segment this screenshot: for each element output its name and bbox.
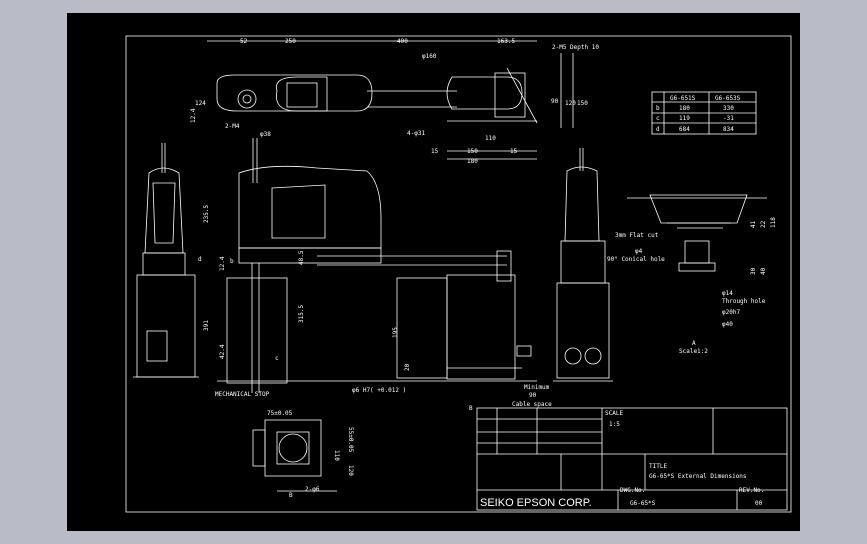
dim-2m5-depth: 2-M5 Depth 10 (552, 44, 599, 51)
table-row-c-key: c (656, 115, 660, 122)
cable-minimum-label: Minimum (524, 384, 550, 391)
dim-12-4-mid: 12.4 (219, 256, 226, 271)
table-row-b-key: b (656, 105, 660, 112)
dim-400: 400 (397, 38, 408, 45)
table-header-2: G6-653S (715, 95, 741, 102)
dim-b: b (230, 258, 234, 265)
top-view: 52 250 400 163.5 2-M5 Depth 10 φ160 124 … (195, 38, 599, 165)
dim-phi38: φ38 (260, 131, 271, 138)
cad-viewport[interactable]: 52 250 400 163.5 2-M5 Depth 10 φ160 124 … (67, 13, 800, 531)
dim-120-base: 120 (347, 465, 354, 476)
dim-2m4: 2-M4 (225, 123, 240, 130)
dim-250: 250 (285, 38, 296, 45)
dim-15b: 15 (510, 148, 518, 155)
dim-110-base: 110 (333, 450, 340, 461)
drawing-frame (125, 35, 792, 513)
detail-dim-22: 22 (760, 220, 767, 228)
title-label: TITLE (649, 463, 667, 470)
dim-391: 391 (203, 320, 210, 331)
dim-phi160: φ160 (422, 53, 437, 60)
detail-dim-41: 41 (750, 220, 757, 228)
dim-d: d (198, 256, 202, 263)
phi4-label: φ4 (635, 248, 643, 255)
dim-c: c (275, 355, 279, 362)
mechanical-stop-label: MECHANICAL STOP (215, 391, 270, 398)
base-view: 75±0.05 55±0.05 110 120 2-φ6 B (252, 410, 354, 499)
detail-dim-118: 118 (770, 217, 777, 228)
dim-42-4: 42.4 (219, 344, 226, 359)
flat-cut-label: 3mm Flat cut (615, 232, 659, 239)
dim-180: 180 (467, 158, 478, 165)
cable-minimum-value: 90 (529, 392, 537, 399)
main-side-view: 2-M4 φ38 12.4 235.5 12.4 391 42.4 d b c … (190, 108, 552, 412)
phi40-label: φ40 (722, 321, 733, 328)
dwg-no-value: G6-65*S (630, 500, 656, 507)
shaft-tolerance-label: φ6 H7( +0.012 ) (352, 387, 406, 394)
dim-150: 150 (467, 148, 478, 155)
dim-150b: 150 (577, 100, 588, 107)
table-row-c-1: 119 (679, 115, 690, 122)
cable-space-label: Cable space (512, 401, 552, 408)
table-row-b-2: 330 (723, 105, 734, 112)
table-row-d-key: d (656, 126, 660, 133)
detail-a-view: 41 22 118 30 40 3mm Flat cut φ4 90° Coni… (607, 194, 777, 355)
detail-dim-30: 30 (750, 267, 757, 275)
table-row-b-1: 180 (679, 105, 690, 112)
dim-55: 55±0.05 (347, 427, 354, 453)
title-block: SCALE 1:5 TITLE G6-65*S External Dimensi… (476, 407, 788, 511)
dwg-no-label: DWG.No. (620, 487, 645, 494)
dim-90: 90 (551, 98, 559, 105)
company-name: SEIKO EPSON CORP. (480, 497, 592, 509)
rev-no-label: REV.No. (739, 487, 764, 494)
dim-2phi6: 2-φ6 (305, 486, 320, 493)
detail-a-mark: A (692, 340, 696, 347)
scale-value: 1:5 (609, 421, 620, 428)
dim-52: 52 (240, 38, 248, 45)
table-row-c-2: -31 (723, 115, 734, 122)
rev-no-value: 00 (755, 500, 763, 507)
phi14-label: φ14 (722, 290, 733, 297)
drawing-title: G6-65*S External Dimensions (649, 473, 747, 480)
dim-120: 120 (565, 100, 576, 107)
right-side-view (553, 148, 613, 382)
dim-163-5: 163.5 (497, 38, 515, 45)
dim-124: 124 (195, 100, 206, 107)
dim-4phi31: 4-φ31 (407, 130, 425, 137)
spec-table: G6-651S G6-653S b 180 330 c 119 -31 d 68… (651, 91, 757, 135)
detail-scale-label: Scale1:2 (679, 348, 708, 355)
phi20h7-label: φ20h7 (722, 309, 740, 316)
cad-drawing: 52 250 400 163.5 2-M5 Depth 10 φ160 124 … (125, 35, 792, 513)
conical-hole-label: 90° Conical hole (607, 256, 665, 263)
dim-20: 20 (404, 363, 411, 371)
dim-12-4-top: 12.4 (190, 108, 197, 123)
dim-235-5: 235.5 (203, 205, 210, 223)
base-section-mark: B (289, 492, 293, 499)
dim-110: 110 (485, 135, 496, 142)
dim-315-5: 315.5 (298, 305, 305, 323)
dim-195: 195 (392, 327, 399, 338)
left-side-view (133, 143, 199, 378)
dim-15a: 15 (431, 148, 439, 155)
through-hole-label: Through hole (722, 298, 766, 305)
section-mark-b: B (469, 405, 473, 412)
table-row-d-2: 834 (723, 126, 734, 133)
table-header-1: G6-651S (670, 95, 696, 102)
scale-label: SCALE (605, 410, 623, 417)
table-row-d-1: 684 (679, 126, 690, 133)
dim-48-5: 48.5 (298, 250, 305, 265)
detail-dim-40: 40 (760, 267, 767, 275)
dim-75: 75±0.05 (267, 410, 293, 417)
